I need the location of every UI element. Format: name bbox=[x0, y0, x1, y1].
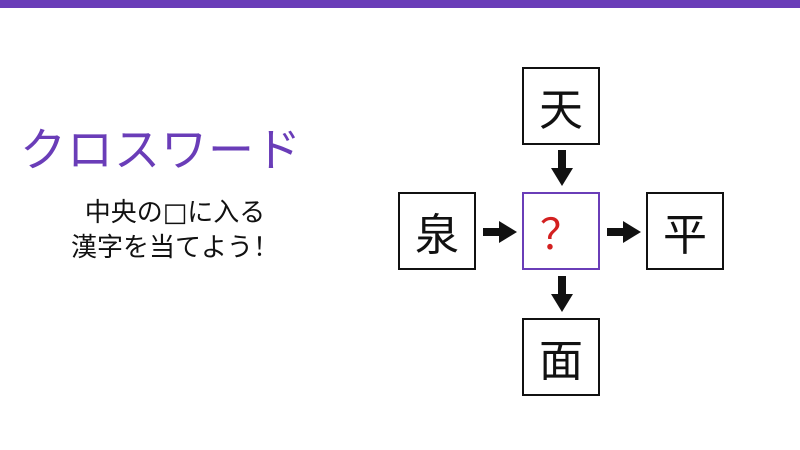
kanji-box-bottom: 面 bbox=[522, 318, 600, 396]
kanji-bottom: 面 bbox=[539, 336, 583, 387]
kanji-box-left: 泉 bbox=[398, 192, 476, 270]
kanji-top: 天 bbox=[539, 85, 583, 136]
top-accent-bar bbox=[0, 0, 800, 8]
arrow-down-icon bbox=[551, 150, 573, 186]
arrow-right-icon bbox=[483, 221, 517, 243]
page-title: クロスワード bbox=[20, 123, 302, 177]
instruction-line-1: 中央の□に入る bbox=[84, 198, 266, 228]
arrow-right-icon bbox=[607, 221, 641, 243]
instruction-line-2: 漢字を当てよう！ bbox=[70, 233, 279, 263]
kanji-box-right: 平 bbox=[646, 192, 724, 270]
instruction-text: 中央の□に入る 漢字を当てよう！ bbox=[40, 196, 310, 266]
arrow-down-icon bbox=[551, 276, 573, 312]
kanji-left: 泉 bbox=[415, 210, 459, 261]
answer-box-center[interactable]: ？ bbox=[522, 192, 600, 270]
kanji-right: 平 bbox=[663, 210, 707, 261]
kanji-box-top: 天 bbox=[522, 67, 600, 145]
question-mark: ？ bbox=[539, 209, 582, 259]
